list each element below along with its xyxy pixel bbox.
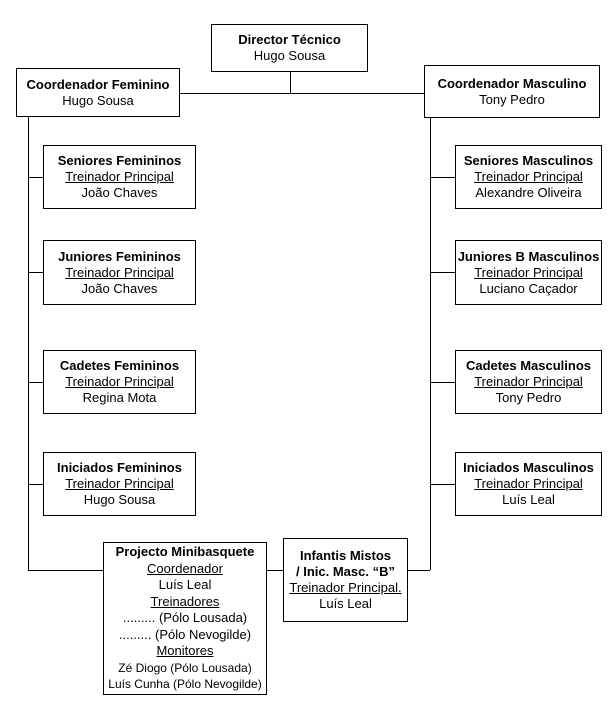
coach-slot: ......... (Pólo Nevogilde) [118, 626, 252, 642]
box-seniores-masculinos: Seniores Masculinos Treinador Principal … [455, 145, 602, 209]
person-name: João Chaves [81, 185, 158, 200]
box-title-line-1: Infantis Mistos [299, 548, 391, 563]
monitor-name: Luís Cunha (Pólo Nevogilde) [108, 677, 262, 692]
role-label: Treinador Principal [65, 374, 174, 389]
connector-left-stub-2 [28, 272, 43, 273]
connector-right-stub-3 [430, 382, 455, 383]
role-label: Treinador Principal [65, 169, 174, 184]
box-seniores-femininos: Seniores Femininos Treinador Principal J… [43, 145, 196, 209]
connector-minibasquete [28, 570, 103, 571]
box-title: Iniciados Masculinos [463, 460, 594, 475]
person-name: Hugo Sousa [253, 48, 326, 63]
person-name: Tony Pedro [495, 390, 562, 405]
box-title: Projecto Minibasquete [115, 544, 255, 560]
box-director-tecnico: Director Técnico Hugo Sousa [211, 24, 368, 72]
box-title: Juniores B Masculinos [457, 248, 600, 264]
person-name: Hugo Sousa [83, 492, 156, 507]
box-title: Seniores Femininos [57, 153, 182, 168]
box-title: Coordenador Feminino [26, 76, 170, 92]
box-juniores-femininos: Juniores Femininos Treinador Principal J… [43, 240, 196, 305]
connector-left-stub-3 [28, 382, 43, 383]
person-name: Regina Mota [82, 390, 157, 405]
box-projecto-minibasquete: Projecto Minibasquete Coordenador Luís L… [103, 542, 267, 695]
person-name: Tony Pedro [479, 91, 545, 107]
connector-right-stub-1 [430, 177, 455, 178]
box-cadetes-masculinos: Cadetes Masculinos Treinador Principal T… [455, 350, 602, 414]
box-coordenador-masculino: Coordenador Masculino Tony Pedro [424, 65, 600, 118]
role-label: Treinador Principal. [289, 580, 402, 595]
coach-slot: ......... (Pólo Lousada) [122, 610, 248, 626]
connector-left-trunk [28, 117, 29, 570]
connector-infantis-trunk [408, 570, 430, 571]
role-label: Treinador Principal [65, 264, 174, 280]
monitors-label: Monitores [156, 643, 214, 659]
connector-left-stub-1 [28, 177, 43, 178]
box-title: Cadetes Femininos [59, 358, 180, 373]
box-iniciados-femininos: Iniciados Femininos Treinador Principal … [43, 452, 196, 516]
person-name: João Chaves [81, 280, 158, 296]
role-label: Treinador Principal [474, 476, 583, 491]
connector-right-trunk [430, 118, 431, 570]
role-label: Treinador Principal [474, 169, 583, 184]
box-title: Juniores Femininos [58, 248, 181, 264]
box-title: Director Técnico [238, 32, 341, 47]
coaches-label: Treinadores [150, 593, 220, 609]
box-title: Coordenador Masculino [437, 75, 587, 91]
person-name: Luís Leal [319, 596, 372, 611]
box-title: Seniores Masculinos [463, 153, 594, 168]
person-name: Luciano Caçador [479, 280, 578, 296]
role-label: Treinador Principal [474, 374, 583, 389]
box-infantis-mistos: Infantis Mistos / Inic. Masc. “B” Treina… [283, 538, 408, 622]
connector-left-stub-4 [28, 484, 43, 485]
box-title: Cadetes Masculinos [466, 358, 591, 373]
connector-mini-infantis [267, 570, 283, 571]
box-title: Iniciados Femininos [57, 460, 182, 475]
person-name: Luís Leal [158, 577, 212, 593]
role-label: Treinador Principal [474, 264, 583, 280]
box-juniores-b-masculinos: Juniores B Masculinos Treinador Principa… [455, 240, 602, 305]
person-name: Hugo Sousa [62, 92, 134, 108]
role-label: Treinador Principal [65, 476, 174, 491]
box-cadetes-femininos: Cadetes Femininos Treinador Principal Re… [43, 350, 196, 414]
coordinator-label: Coordenador [147, 560, 223, 576]
person-name: Alexandre Oliveira [475, 185, 582, 200]
box-title-line-2: / Inic. Masc. “B” [296, 564, 395, 579]
box-coordenador-feminino: Coordenador Feminino Hugo Sousa [16, 68, 180, 117]
box-iniciados-masculinos: Iniciados Masculinos Treinador Principal… [455, 452, 602, 516]
connector-right-stub-2 [430, 272, 455, 273]
monitor-name: Zé Diogo (Pólo Lousada) [118, 660, 252, 675]
connector-coordinators [180, 93, 424, 94]
connector-right-stub-4 [430, 484, 455, 485]
person-name: Luís Leal [502, 492, 555, 507]
connector-director-stub [290, 72, 291, 93]
